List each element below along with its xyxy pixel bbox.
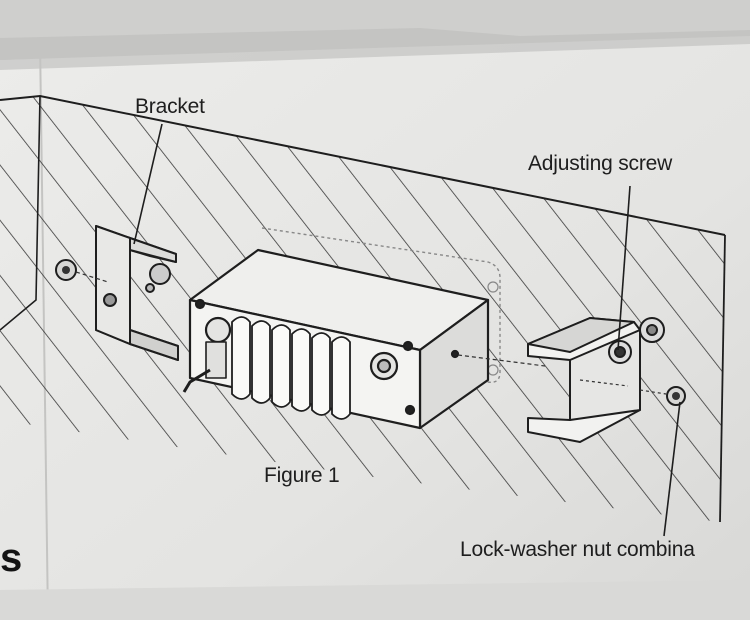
rear-connector [369,351,399,381]
page-text-fragment: s [0,536,23,580]
figure-caption: Figure 1 [264,464,340,487]
adjusting-screw-label: Adjusting screw [528,152,673,175]
left-bracket [95,225,179,361]
radio-unit [182,248,546,430]
power-connector [204,316,232,379]
leader-lines [133,123,681,537]
left-nut [55,259,109,283]
right-bracket [527,317,665,443]
right-nut [639,386,686,406]
lock-washer-label: Lock-washer nut combina [460,538,695,561]
heat-sink-fins [231,316,351,420]
bracket-label: Bracket [135,95,205,118]
